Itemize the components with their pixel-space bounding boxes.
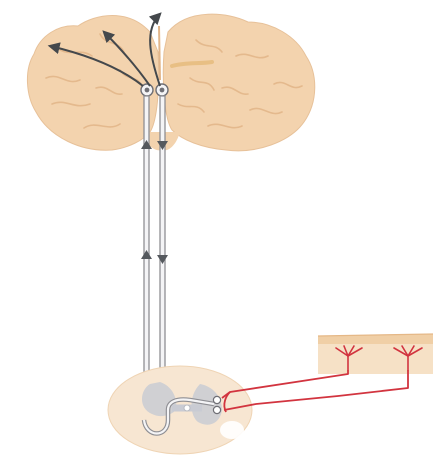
skin-section bbox=[318, 334, 433, 374]
dorsal-horn-synapse-2 bbox=[213, 406, 220, 413]
arrow-down-lower bbox=[157, 255, 168, 264]
brain-coronal-section bbox=[27, 14, 314, 151]
spinal-cord-section bbox=[108, 366, 252, 454]
central-canal bbox=[184, 405, 190, 411]
ventral-region bbox=[220, 421, 244, 439]
central-fissure bbox=[159, 26, 160, 80]
afferent-fiber-lower bbox=[224, 370, 408, 410]
arrow-up-lower bbox=[141, 250, 152, 259]
afferent-fibers bbox=[222, 370, 408, 412]
right-hemisphere bbox=[163, 14, 314, 151]
dorsal-horn-synapse-1 bbox=[213, 396, 220, 403]
dermis-layer bbox=[318, 344, 433, 374]
